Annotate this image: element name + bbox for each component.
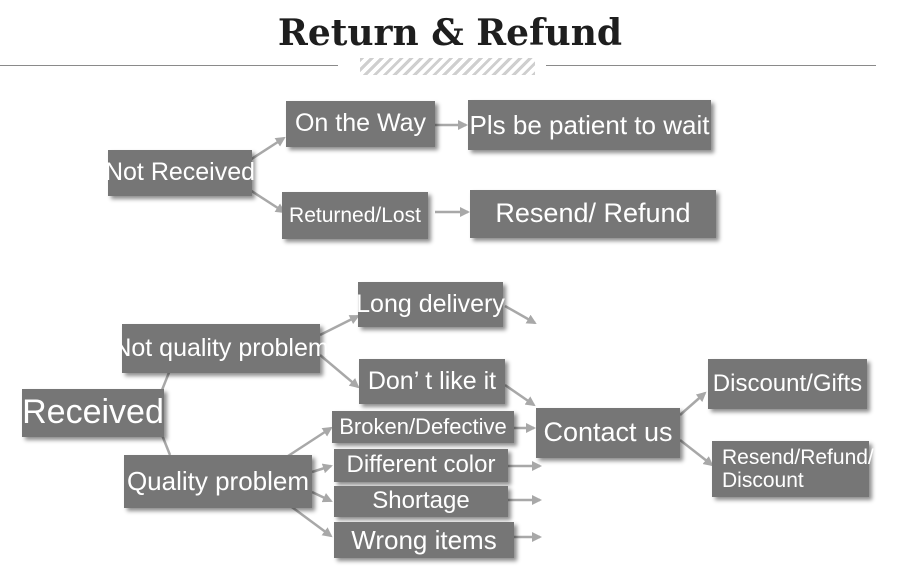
not-quality-problem-box: Not quality problem — [113, 324, 329, 373]
arrow-quality-color — [311, 463, 333, 474]
dont-like-it-box: Don’ t like it — [359, 359, 505, 404]
arrow-dontlike-contact — [504, 383, 536, 407]
received-box: Received — [22, 389, 164, 437]
title-stripe-ornament — [360, 58, 535, 75]
arrow-notquality-dontlike — [319, 354, 360, 389]
contact-us-box: Contact us — [536, 408, 680, 458]
arrow-notreceived-returned — [249, 188, 286, 214]
title-rule-right — [546, 65, 876, 66]
page-title: Return & Refund — [277, 12, 623, 54]
arrow-contact-resend — [679, 439, 714, 467]
wrong-items-box: Wrong items — [334, 522, 514, 558]
arrow-notquality-longdelivery — [319, 314, 360, 337]
pls-be-patient-box: Pls be patient to wait — [468, 100, 711, 150]
discount-gifts-box: Discount/Gifts — [708, 359, 867, 409]
title-rule-left — [0, 65, 338, 66]
shortage-box: Shortage — [334, 486, 508, 517]
on-the-way-box: On the Way — [286, 101, 435, 147]
arrow-quality-broken — [284, 426, 333, 460]
arrow-longdelivery-out — [504, 304, 537, 325]
link-received-notquality — [160, 369, 172, 391]
long-delivery-box: Long delivery — [356, 282, 505, 327]
different-color-box: Different color — [334, 449, 508, 482]
resend-refund-box: Resend/ Refund — [470, 190, 716, 238]
not-received-box: Not Received — [105, 150, 255, 196]
arrow-quality-shortage — [311, 490, 333, 503]
returned-lost-box: Returned/Lost — [282, 192, 428, 239]
resend-refund-discount-box: Resend/Refund/ Discount — [712, 441, 874, 497]
link-received-quality — [160, 434, 172, 456]
quality-problem-box: Quality problem — [124, 455, 312, 508]
broken-defective-box: Broken/Defective — [332, 411, 514, 443]
arrow-contact-discount — [679, 391, 707, 416]
arrow-notreceived-ontheway — [249, 136, 286, 162]
